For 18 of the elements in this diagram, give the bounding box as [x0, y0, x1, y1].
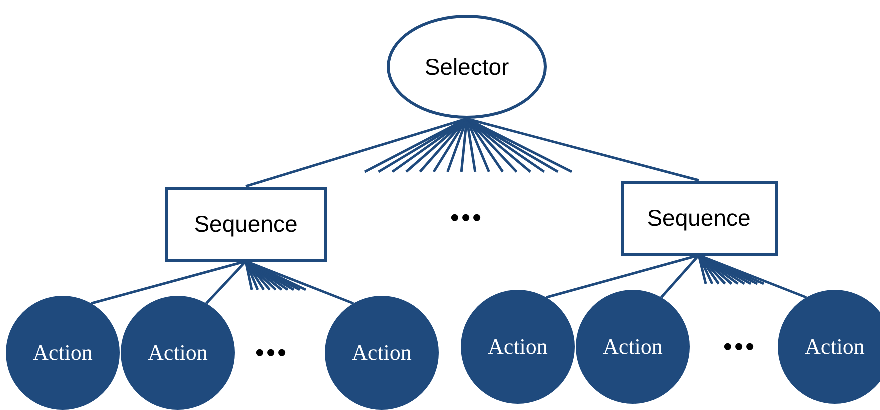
connector-line [91, 260, 246, 305]
connector-line [206, 260, 247, 304]
connector-line [546, 254, 700, 299]
selector-ellipse: Selector [387, 15, 547, 119]
ellipsis-mark: ••• [723, 332, 757, 362]
action-circle: Action [778, 290, 880, 404]
connector-line [244, 261, 254, 290]
connector-line [660, 254, 700, 298]
sequence-box: Sequence [165, 186, 327, 262]
sequence-box: Sequence [620, 180, 778, 256]
action-circle: Action [6, 296, 120, 410]
ellipsis-mark: ••• [255, 338, 289, 368]
action-circle: Action [576, 290, 690, 404]
action-circle: Action [461, 290, 575, 404]
ellipsis-mark: ••• [450, 202, 484, 234]
action-circle: Action [121, 296, 235, 410]
connector-line [698, 255, 708, 284]
action-circle: Action [325, 296, 439, 410]
